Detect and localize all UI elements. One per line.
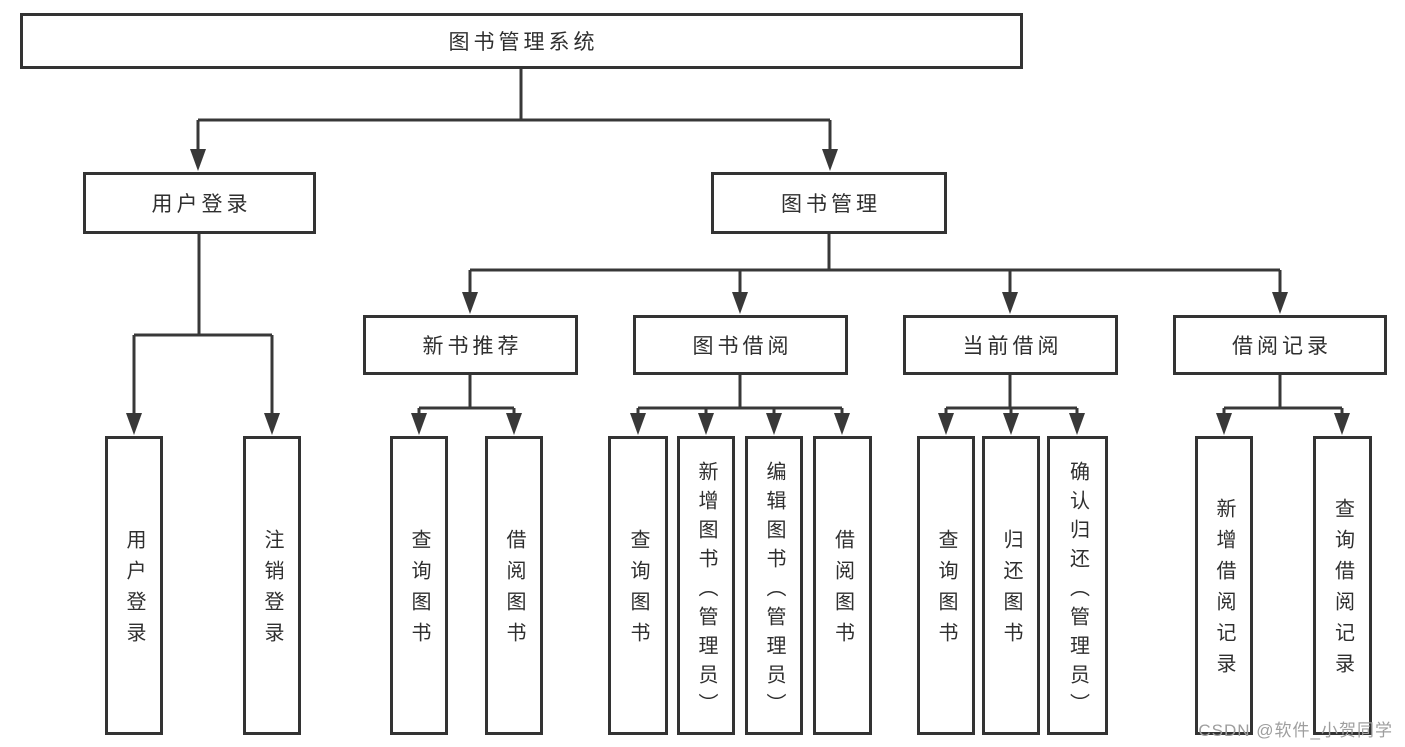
leaf-query-borrow-record: 查询借阅记录 [1313,436,1372,735]
leaf-add-books-admin: 新增图书（管理员） [677,436,735,735]
node-label: 新书推荐 [422,335,523,358]
node-label: 查询图书 [408,529,430,653]
node-label: 查询图书 [627,529,649,653]
node-new-book-recommendation: 新书推荐 [363,315,578,375]
node-label: 用户登录 [123,529,145,653]
leaf-query-books-borrow: 查询图书 [608,436,668,735]
node-label: 图书借阅 [692,335,793,358]
node-label: 新增借阅记录 [1213,498,1235,684]
node-label: 用户登录 [151,193,252,216]
node-label: 查询借阅记录 [1331,498,1354,684]
node-label: 查询图书 [935,529,957,653]
leaf-query-books-recommend: 查询图书 [390,436,448,735]
node-label: 图书管理 [781,193,881,216]
leaf-query-books-current: 查询图书 [917,436,975,735]
node-label: 新增图书（管理员） [695,460,717,722]
leaf-borrow-books-recommend: 借阅图书 [485,436,543,735]
leaf-user-login: 用户登录 [105,436,163,735]
node-label: 注销登录 [261,529,283,653]
node-book-borrowing: 图书借阅 [633,315,848,375]
node-user-login-branch: 用户登录 [83,172,316,234]
node-borrowing-records: 借阅记录 [1173,315,1387,375]
leaf-borrow-books-borrow: 借阅图书 [813,436,872,735]
leaf-add-borrow-record: 新增借阅记录 [1195,436,1253,735]
node-label: 归还图书 [1000,529,1022,653]
watermark-text: CSDN @软件_小贺同学 [1198,721,1393,740]
node-library-management-system: 图书管理系统 [20,13,1023,69]
node-label: 借阅记录 [1232,335,1332,358]
node-label: 确认归还（管理员） [1066,460,1089,722]
node-label: 借阅图书 [503,529,525,653]
leaf-return-books: 归还图书 [982,436,1040,735]
node-label: 图书管理系统 [448,31,599,54]
node-current-borrowing: 当前借阅 [903,315,1118,375]
leaf-edit-books-admin: 编辑图书（管理员） [745,436,803,735]
leaf-confirm-return-admin: 确认归还（管理员） [1047,436,1108,735]
node-label: 借阅图书 [831,529,854,653]
node-label: 当前借阅 [962,335,1063,358]
leaf-logout: 注销登录 [243,436,301,735]
node-book-management-branch: 图书管理 [711,172,947,234]
node-label: 编辑图书（管理员） [763,460,785,722]
